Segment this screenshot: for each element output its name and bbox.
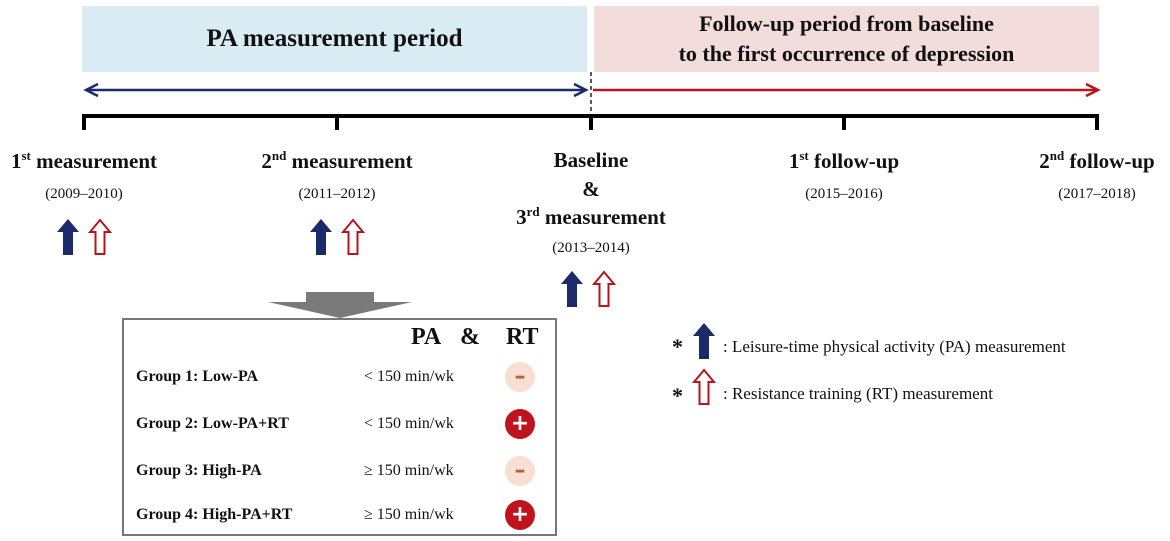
- pa-arrow-right-head: [573, 82, 589, 98]
- plus-icon: +: [505, 409, 535, 439]
- timepoint-1-date: (2009–2010): [45, 186, 123, 202]
- minus-icon: –: [505, 456, 535, 486]
- group-3-label: Group 3: High-PA: [136, 462, 262, 479]
- timepoint-2-date: (2011–2012): [298, 186, 376, 202]
- rt-measure-icon: [88, 218, 112, 255]
- col-header-rt: RT: [506, 324, 539, 350]
- legend-star-rt: *: [672, 383, 683, 408]
- pa-arrow-left-head: [83, 82, 99, 98]
- pa-measure-icon: [693, 323, 715, 359]
- pa-period-band: PA measurement period: [82, 6, 587, 72]
- timepoint-3-amp: &: [582, 177, 600, 201]
- down-trapezoid-icon: [268, 292, 412, 318]
- col-header-pa: PA: [411, 324, 442, 350]
- timepoint-5-date: (2017–2018): [1058, 186, 1136, 202]
- group-4-pa: ≥ 150 min/wk: [364, 506, 454, 523]
- pa-measure-icon: [57, 219, 79, 255]
- legend-pa-text: : Leisure-time physical activity (PA) me…: [723, 337, 1066, 356]
- group-4-label: Group 4: High-PA+RT: [136, 506, 293, 523]
- timepoint-4-date: (2015–2016): [805, 186, 883, 202]
- timepoint-1-title: 1st measurement: [10, 148, 158, 173]
- timepoint-3-prefix: Baseline: [553, 148, 629, 172]
- group-2-pa: < 150 min/wk: [364, 415, 454, 432]
- group-3-pa: ≥ 150 min/wk: [364, 462, 454, 479]
- followup-period-label-line1: Follow-up period from baseline: [699, 11, 994, 37]
- rt-measure-icon: [592, 270, 616, 307]
- col-header-amp: &: [460, 324, 480, 350]
- pa-measure-icon: [310, 219, 332, 255]
- timepoint-3-date: (2013–2014): [552, 240, 630, 256]
- group-2-label: Group 2: Low-PA+RT: [136, 415, 289, 432]
- legend-rt-text: : Resistance training (RT) measurement: [723, 384, 993, 403]
- group-1-label: Group 1: Low-PA: [136, 368, 259, 385]
- groups-table: PA & RT Group 1: Low-PA < 150 min/wk – G…: [122, 318, 557, 536]
- group-1-pa: < 150 min/wk: [364, 368, 454, 385]
- rt-measure-icon: [692, 368, 716, 405]
- minus-icon: –: [505, 362, 535, 392]
- timepoint-2-title: 2nd measurement: [261, 148, 413, 173]
- timepoint-4-title: 1st follow-up: [788, 148, 900, 173]
- pa-measure-icon: [561, 271, 583, 307]
- timepoint-3-title: 3rd measurement: [516, 204, 666, 229]
- timeline-graphic: [82, 72, 1101, 130]
- pa-period-label: PA measurement period: [206, 25, 463, 52]
- followup-period-band: Follow-up period from baseline to the fi…: [594, 6, 1099, 72]
- plus-icon: +: [505, 500, 535, 530]
- rt-measure-icon: [341, 218, 365, 255]
- followup-arrow-head: [1085, 82, 1101, 98]
- legend-star-pa: *: [672, 334, 683, 359]
- followup-period-label-line2: to the first occurrence of depression: [678, 41, 1015, 66]
- timepoint-5-title: 2nd follow-up: [1039, 148, 1155, 173]
